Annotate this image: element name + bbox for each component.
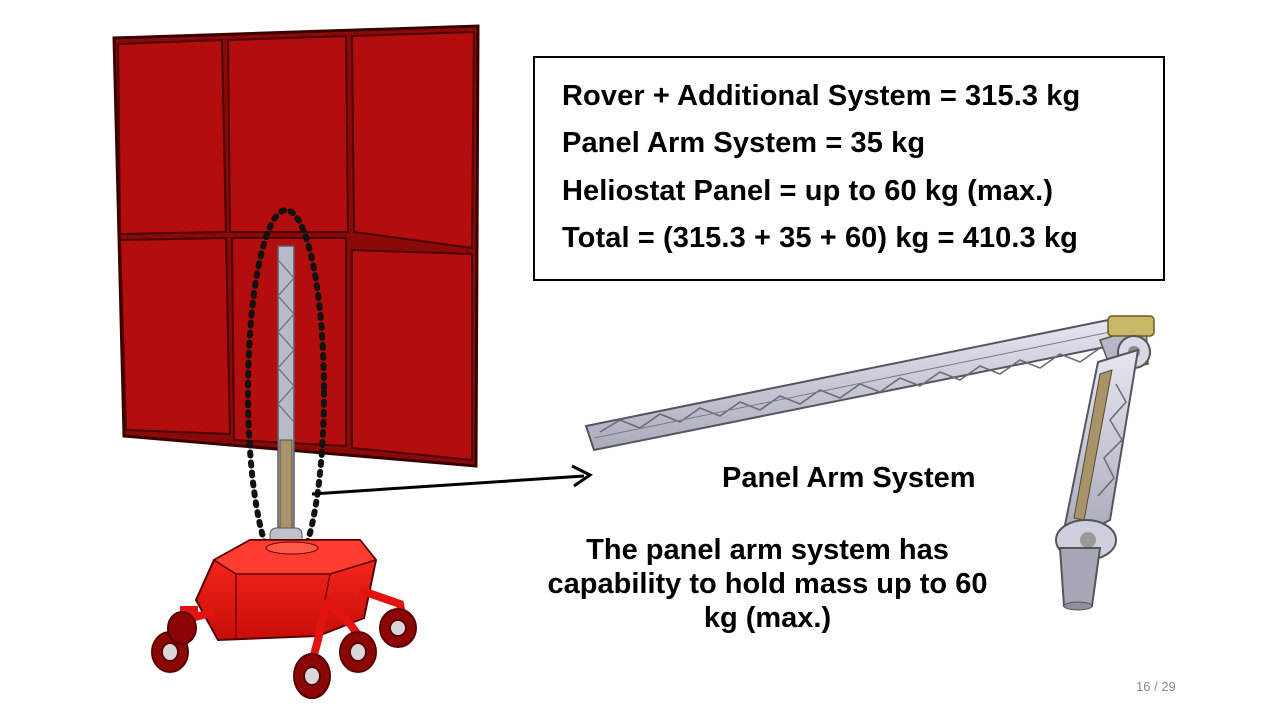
mass-line-rover: Rover + Additional System = 315.3 kg bbox=[562, 80, 1081, 112]
mass-breakdown-box: Rover + Additional System = 315.3 kg Pan… bbox=[533, 56, 1165, 281]
mass-line-heliostat: Heliostat Panel = up to 60 kg (max.) bbox=[562, 175, 1054, 207]
rover-wheels bbox=[151, 586, 417, 699]
rover-body bbox=[194, 539, 378, 642]
panel-arm-mast bbox=[269, 245, 303, 545]
panel-arm-label: Panel Arm System bbox=[722, 462, 976, 494]
mass-line-total: Total = (315.3 + 35 + 60) kg = 410.3 kg bbox=[562, 222, 1078, 254]
panel-arm-system-illustration bbox=[584, 315, 1155, 611]
heliostat-panel bbox=[112, 24, 480, 468]
pointer-arrow bbox=[311, 464, 593, 496]
page-number: 16 / 29 bbox=[1136, 679, 1176, 694]
mass-line-panel-arm: Panel Arm System = 35 kg bbox=[562, 127, 926, 159]
capability-caption: The panel arm system has capability to h… bbox=[547, 534, 988, 634]
